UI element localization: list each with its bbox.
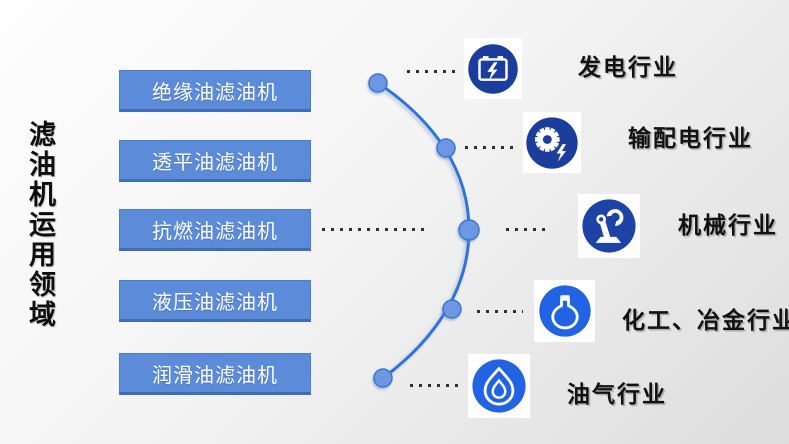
- machine-box-label: 润滑油滤油机: [152, 364, 278, 387]
- flame-drop-icon: [468, 354, 530, 418]
- machine-box-fire-resistant-oil: 抗燃油滤油机: [119, 209, 311, 251]
- industry-label-machinery: 机械行业: [678, 212, 778, 238]
- page-title: 滤油机运用领域: [25, 120, 55, 330]
- dotted-connector: [407, 70, 455, 73]
- dotted-connector: [477, 310, 523, 313]
- dotted-connector: [465, 146, 515, 149]
- dotted-connector: [410, 384, 460, 387]
- dotted-connector: [322, 228, 428, 231]
- arc-node: [436, 138, 456, 158]
- machine-box-insulating-oil: 绝缘油滤油机: [119, 70, 311, 112]
- machine-box-turbine-oil: 透平油滤油机: [119, 140, 311, 182]
- arc-node: [442, 299, 462, 319]
- machine-box-label: 抗燃油滤油机: [152, 220, 278, 243]
- robot-arm-icon: [578, 194, 640, 258]
- industry-label-power-transmission: 输配电行业: [628, 125, 753, 151]
- machine-box-label: 绝缘油滤油机: [152, 81, 278, 104]
- industry-label-chemical-metallurgy: 化工、冶金行业: [622, 307, 789, 333]
- machine-box-label: 液压油滤油机: [152, 291, 278, 314]
- gears-icon: [523, 112, 581, 173]
- flask-icon: [534, 280, 595, 342]
- machine-box-label: 透平油滤油机: [152, 151, 278, 174]
- dotted-connector: [506, 228, 550, 231]
- machine-box-hydraulic-oil: 液压油滤油机: [119, 280, 311, 322]
- battery-icon: [464, 38, 522, 99]
- industry-label-oil-gas: 油气行业: [567, 381, 667, 407]
- industry-label-power-generation: 发电行业: [578, 54, 678, 80]
- arc-node: [458, 219, 480, 241]
- arc-node: [373, 368, 393, 388]
- machine-box-lubricating-oil: 润滑油滤油机: [119, 353, 311, 395]
- arc-node: [368, 73, 388, 93]
